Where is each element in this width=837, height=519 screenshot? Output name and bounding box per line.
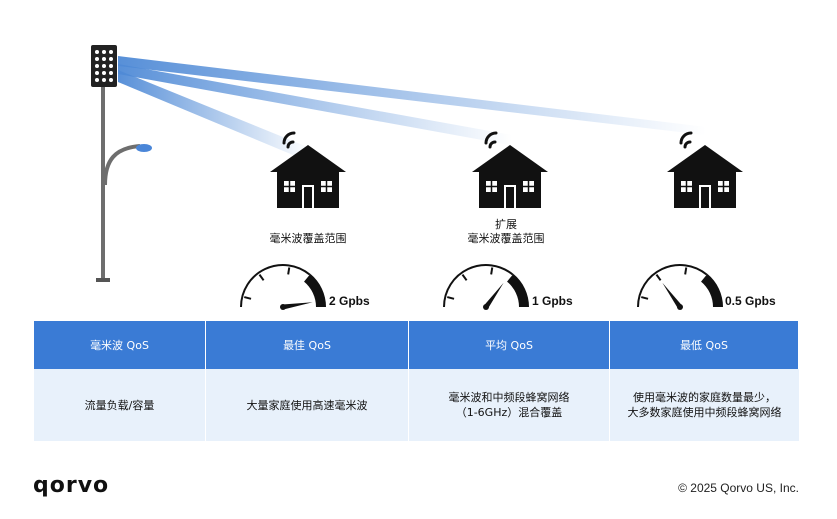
speed-gauge-3	[637, 264, 723, 310]
beam-to-house-2	[118, 64, 512, 145]
qorvo-logo: qorvo	[33, 473, 110, 498]
gauge-tick	[309, 282, 316, 289]
gauge-hub	[280, 304, 286, 310]
qos-table: 毫米波 QoS 最佳 QoS 平均 QoS 最低 QoS 流量负载/容量 大量家…	[34, 321, 799, 441]
gauge-needle	[483, 282, 504, 309]
table-cell: 大量家庭使用高速毫米波	[206, 369, 409, 441]
house-icon	[472, 131, 548, 208]
house-icon	[270, 131, 346, 208]
speed-value-1: 2 Gpbs	[329, 294, 370, 308]
gauge-hub	[677, 304, 683, 310]
table-header: 毫米波 QoS	[34, 321, 206, 369]
gauge-needle	[662, 282, 683, 309]
gauge-arc	[443, 264, 514, 308]
table-header: 最佳 QoS	[206, 321, 409, 369]
gauge-tick	[287, 267, 291, 275]
gauge-arc-high	[303, 273, 326, 308]
gauge-tick	[447, 296, 455, 300]
table-cell: 毫米波和中频段蜂窝网络 （1-6GHz）混合覆盖	[409, 369, 610, 441]
gauge-tick	[641, 296, 649, 300]
gauge-tick	[706, 282, 713, 289]
beam-to-house-3	[118, 56, 706, 135]
gauge-needle	[282, 302, 313, 310]
table-cell: 流量负载/容量	[34, 369, 206, 441]
gauge-arc-high	[700, 273, 723, 308]
gauge-tick	[490, 267, 494, 275]
gauge-tick	[512, 282, 519, 289]
table-header: 平均 QoS	[409, 321, 610, 369]
coverage-label-2: 扩展 毫米波覆盖范围	[467, 218, 545, 245]
gauge-arc-high	[506, 273, 529, 308]
gauge-tick	[258, 274, 265, 281]
coverage-scene	[91, 45, 743, 310]
speed-value-2: 1 Gpbs	[532, 294, 573, 308]
street-light-icon	[91, 45, 152, 282]
coverage-label-1: 毫米波覆盖范围	[269, 232, 347, 245]
speed-gauge-2	[443, 264, 529, 310]
house-icon	[667, 131, 743, 208]
speed-gauge-1	[240, 264, 326, 310]
table-cell: 使用毫米波的家庭数量最少， 大多数家庭使用中频段蜂窝网络	[610, 369, 799, 441]
gauge-hub	[483, 304, 489, 310]
table-header: 最低 QoS	[610, 321, 799, 369]
gauge-tick	[461, 274, 468, 281]
gauge-arc	[637, 264, 708, 308]
speed-value-3: 0.5 Gpbs	[725, 294, 776, 308]
gauge-arc	[240, 264, 311, 308]
gauge-tick	[244, 296, 252, 300]
gauge-tick	[684, 267, 688, 275]
beam-to-house-1	[118, 70, 310, 160]
copyright-text: © 2025 Qorvo US, Inc.	[678, 481, 799, 495]
gauge-tick	[655, 274, 662, 281]
